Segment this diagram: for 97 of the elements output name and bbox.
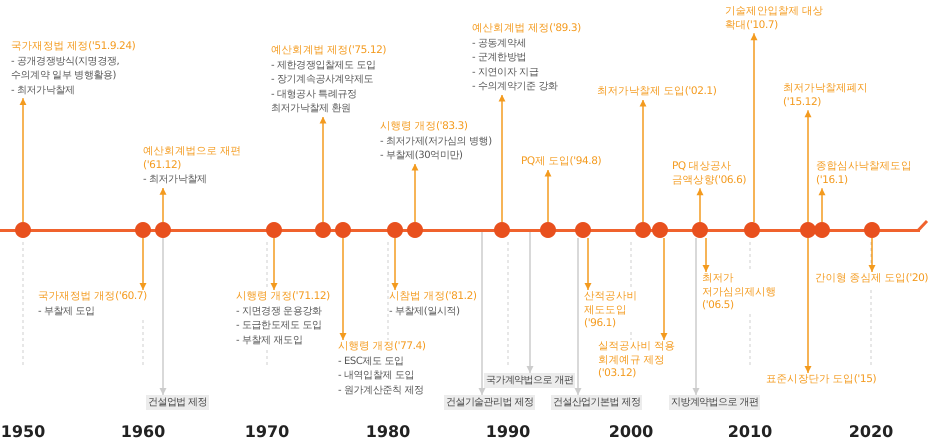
- arrow: [804, 110, 812, 222]
- year-label: 1960: [120, 422, 166, 441]
- event-title: 산적공사비 제도도입('96.1): [584, 290, 638, 332]
- arrow: [804, 238, 812, 373]
- arrow: [160, 188, 166, 222]
- event-note: - 군계한방법: [472, 51, 527, 66]
- timeline-dot: [387, 222, 403, 238]
- law-label: 건설업법 제정: [146, 395, 209, 410]
- timeline-dot: [335, 222, 351, 238]
- event-note: - 원가계산준칙 제정: [338, 384, 425, 398]
- event-note: - 부찰제(30억미만): [380, 149, 464, 164]
- event-title: 국가재정법 개정('60.7): [38, 290, 148, 304]
- event-note: - 부찰제 재도입: [236, 334, 304, 348]
- event-title: 국가재정법 제정('51.9.24): [11, 40, 136, 54]
- year-label: 1980: [366, 422, 410, 441]
- arrow: [270, 238, 278, 290]
- event-title: 최저가낙찰제 도입('02.1): [597, 85, 718, 99]
- year-label: 2000: [608, 422, 654, 441]
- timeline-axis: [0, 228, 920, 232]
- arrow: [320, 116, 326, 222]
- arrow: [340, 238, 346, 340]
- arrow: [702, 238, 710, 272]
- event-note: - 대형공사 특례규정 최저가낙찰제 환원: [271, 88, 358, 116]
- event-note: - 지면경쟁 운용강화: [236, 304, 323, 319]
- year-label: 2010: [728, 422, 772, 441]
- event-note: - 최저가낙찰제: [11, 84, 76, 98]
- law-label: 국가계약법으로 개편: [484, 373, 576, 388]
- event-title: 시행령 개정('83.3): [380, 120, 469, 134]
- event-note: - 지연이자 지급: [472, 66, 540, 80]
- year-label: 1990: [486, 422, 530, 441]
- timeline-dot: [135, 222, 151, 238]
- timeline-dot: [155, 222, 171, 238]
- timeline-dot: [814, 222, 830, 238]
- event-title: 실적공사비 적용 회계예규 제정('03.12): [598, 340, 676, 382]
- event-title: PQ 대상공사 금액상향('06.6): [672, 160, 748, 188]
- arrow: [660, 238, 668, 340]
- arrow: [584, 238, 592, 290]
- year-label: 1970: [244, 422, 290, 441]
- timeline-dot: [744, 222, 760, 238]
- arrow: [392, 238, 398, 290]
- arrow: [574, 238, 582, 395]
- timeline-dot: [407, 222, 423, 238]
- law-label: 지방계약법으로 개편: [669, 395, 760, 410]
- event-title: 간이형 종심제 도입('20): [815, 272, 930, 286]
- timeline-dot: [15, 222, 31, 238]
- arrow: [526, 232, 534, 373]
- event-note: - 장기계속공사계약제도: [271, 73, 374, 88]
- timeline-dot: [800, 222, 816, 238]
- arrow: [412, 164, 418, 222]
- event-title: 최저가낙찰제폐지 ('15.12): [783, 82, 869, 110]
- event-title: 표준시장단가 도입('15): [766, 373, 878, 387]
- event-title: 종합심사낙찰제도입 ('16.1): [816, 160, 912, 188]
- arrow: [750, 33, 758, 222]
- year-label: 1950: [0, 422, 46, 441]
- event-title: PQ제 도입('94.8): [521, 155, 602, 169]
- arrow: [544, 170, 552, 222]
- timeline-dot: [315, 222, 331, 238]
- event-note: - 최저가낙찰제: [143, 173, 208, 188]
- event-title: 예산회계법 제정('89.3): [472, 22, 582, 36]
- event-title: 기술제안입찰제 대상 확대('10.7): [725, 5, 824, 33]
- event-note: - 부찰제 도입: [38, 304, 96, 319]
- timeline-dot: [575, 222, 591, 238]
- event-title: 시참법 개정('81.2): [389, 290, 477, 304]
- timeline-dot: [540, 222, 556, 238]
- event-note: - 도급한도제도 도입: [236, 319, 323, 334]
- arrow: [818, 188, 826, 222]
- arrow: [498, 94, 506, 222]
- event-note: - 공개경쟁방식(지명경쟁, 수의계약 일부 병행활용): [11, 54, 120, 84]
- year-label: 2020: [848, 422, 894, 441]
- arrow: [478, 232, 486, 395]
- law-label: 건설산업기본법 제정: [551, 395, 642, 410]
- arrow: [160, 238, 166, 395]
- timeline-dot: [635, 222, 651, 238]
- arrow: [696, 188, 704, 222]
- event-title: 시행령 개정('77.4): [338, 340, 427, 354]
- event-note: - 부찰제(일시적): [389, 304, 461, 319]
- event-title: 시행령 개정('71.12): [236, 290, 331, 304]
- timeline-dot: [494, 222, 510, 238]
- event-note: - 내역입찰제 도입: [338, 369, 415, 384]
- event-note: - 최저가제(저가심의 병행): [380, 134, 493, 149]
- timeline-dot: [692, 222, 708, 238]
- arrow: [640, 100, 646, 222]
- event-note: - 제한경쟁입찰제도 도입: [271, 58, 377, 73]
- event-title: 예산회계법으로 재편('61.12): [143, 145, 242, 173]
- arrow: [692, 238, 700, 395]
- arrow: [20, 98, 26, 222]
- event-title: 최저가 저가심의제시행('06.5): [702, 272, 778, 314]
- event-note: - 수의계약기준 강화: [472, 80, 559, 94]
- timeline-dot: [266, 222, 282, 238]
- arrow: [140, 238, 146, 290]
- event-note: - ESC제도 도입: [338, 354, 405, 369]
- event-title: 예산회계법 제정('75.12): [271, 44, 388, 58]
- event-note: - 공동계약세: [472, 36, 527, 51]
- timeline-dot: [864, 222, 880, 238]
- timeline-dot: [652, 222, 668, 238]
- arrow: [868, 238, 876, 272]
- law-label: 건설기술관리법 제정: [444, 395, 536, 410]
